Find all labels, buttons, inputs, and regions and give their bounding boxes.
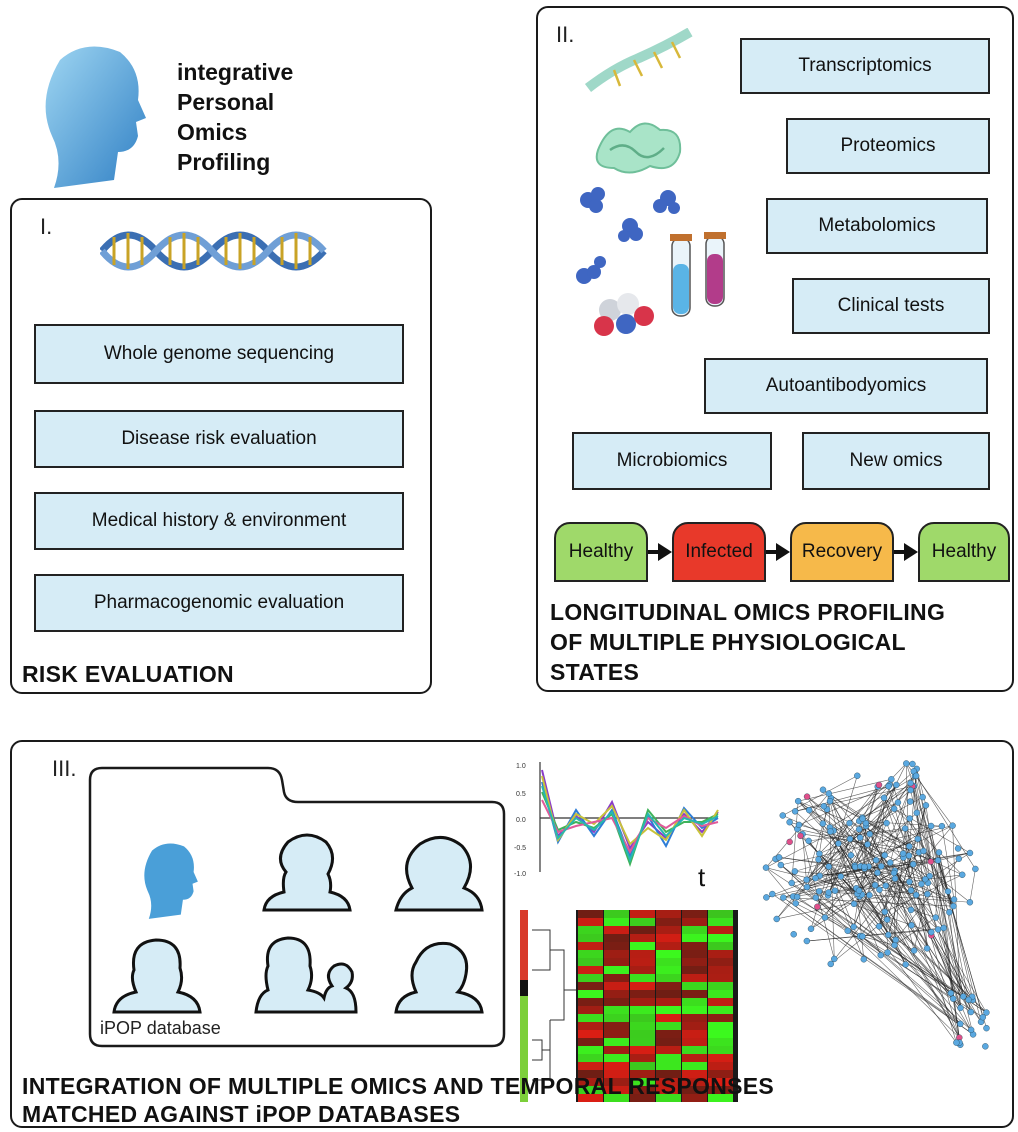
medical-history-box: Medical history & environment [34,492,404,550]
state-infected: Infected [672,522,766,582]
small-head-icon [144,843,198,919]
state-recovery: Recovery [790,522,894,582]
state-healthy-2: Healthy [918,522,1010,582]
parent-child-silhouette-icon [254,936,358,1014]
panel-3-caption-line-2: MATCHED AGAINST iPOP DATABASES [22,1101,461,1127]
time-axis-label: t [698,862,706,892]
title-line-2: Personal [177,89,275,115]
state-arrows [648,543,918,561]
svg-text:0.5: 0.5 [516,791,526,798]
title-line-4: Profiling [177,149,271,175]
title-line-3: Omics [177,119,248,145]
ipop-database-label: iPOP database [100,1018,221,1038]
dna-helix-icon [100,231,327,271]
metabolite-molecules-icon [576,187,680,336]
person-silhouette-icon [394,836,484,912]
metabolomics-box: Metabolomics [766,198,988,254]
panel-2-caption-line-2: OF MULTIPLE PHYSIOLOGICAL [550,629,906,655]
whole-genome-sequencing-box: Whole genome sequencing [34,324,404,384]
head-icon [45,46,146,188]
person-silhouette-icon [394,941,484,1014]
panel-3-caption-line-1: INTEGRATION OF MULTIPLE OMICS AND TEMPOR… [22,1073,775,1099]
svg-text:-1.0: -1.0 [514,871,526,878]
person-silhouette-icon [112,938,202,1014]
omics-network-graph [762,760,990,1050]
test-tubes-icon [670,232,726,317]
panel-2-number: II. [556,22,575,47]
svg-text:0.0: 0.0 [516,817,526,824]
svg-text:1.0: 1.0 [516,763,526,770]
new-omics-box: New omics [802,432,990,490]
panel-3-number: III. [52,756,77,781]
microbiomics-box: Microbiomics [572,432,772,490]
person-silhouette-icon [262,833,352,912]
proteomics-box: Proteomics [786,118,990,174]
panel-1-number: I. [40,214,53,239]
temporal-response-plot: 1.0 0.5 0.0 -0.5 -1.0 [514,762,719,878]
panel-longitudinal-profiling [536,6,1014,692]
panel-2-caption-line-1: LONGITUDINAL OMICS PROFILING [550,599,946,625]
title-line-1: integrative [177,59,294,85]
autoantibodyomics-box: Autoantibodyomics [704,358,988,414]
heatmap-with-dendrogram [520,910,738,1102]
clinical-tests-box: Clinical tests [792,278,990,334]
pharmacogenomic-box: Pharmacogenomic evaluation [34,574,404,632]
panel-1-caption: RISK EVALUATION [22,661,234,687]
panel-2-caption-line-3: STATES [550,659,640,685]
state-healthy-1: Healthy [554,522,648,582]
rna-molecule-icon [584,28,693,92]
protein-structure-icon [595,122,682,174]
transcriptomics-box: Transcriptomics [740,38,990,94]
disease-risk-box: Disease risk evaluation [34,410,404,468]
svg-text:-0.5: -0.5 [514,845,526,852]
